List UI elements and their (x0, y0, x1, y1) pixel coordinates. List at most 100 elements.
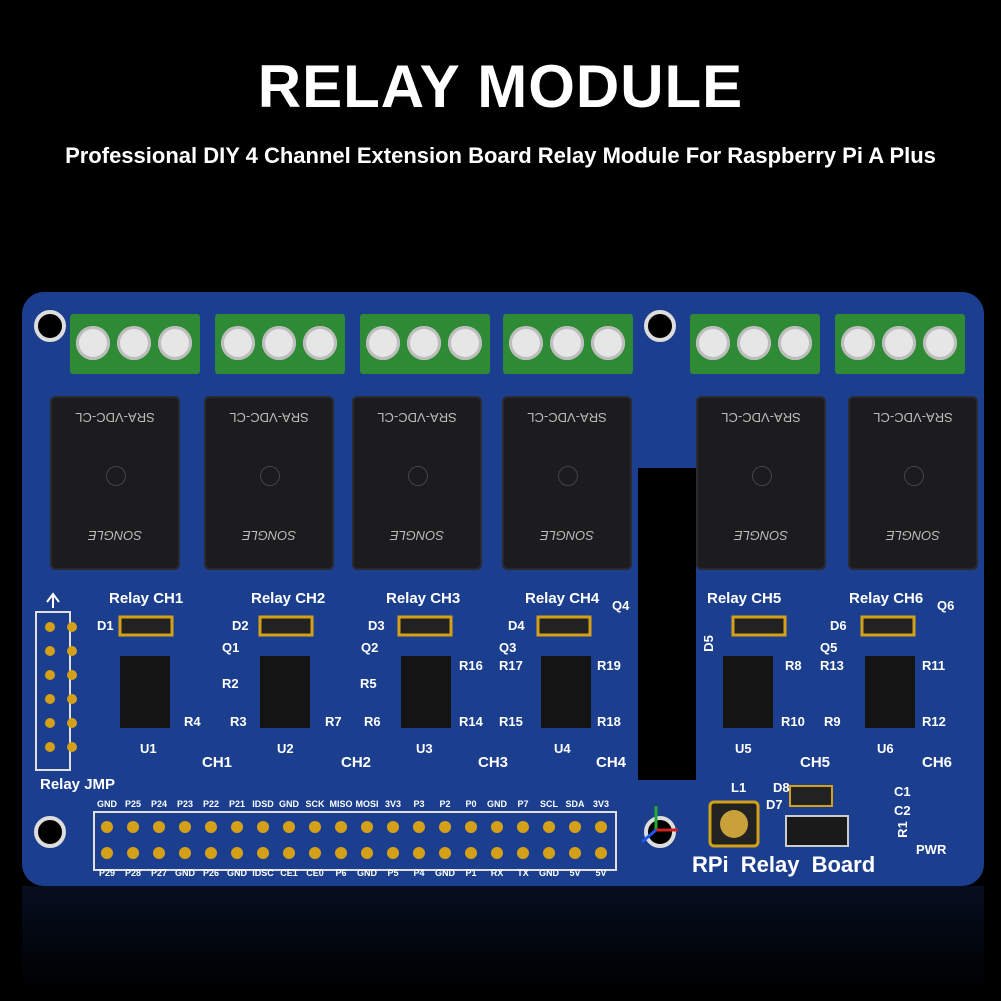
terminal-block-1 (70, 314, 200, 374)
mounting-hole-top-mid (644, 310, 676, 342)
r12-label: R12 (922, 714, 946, 729)
r4-label: R4 (184, 714, 201, 729)
pwr-label: PWR (916, 842, 947, 857)
c2-label: C2 (894, 803, 911, 818)
d8-label: D8 (773, 780, 790, 795)
relay-ch4-label: Relay CH4 (525, 590, 600, 607)
gpio-pin-label: P22 (202, 799, 219, 809)
relay-1: SRA-VDC-CL SONGLE (50, 396, 180, 570)
relay-ch3-label: Relay CH3 (386, 590, 461, 607)
ch6-label: CH6 (922, 754, 953, 771)
gpio-pin-label: 3V3 (592, 799, 609, 809)
u5-label: U5 (735, 741, 752, 756)
terminal-block-3 (360, 314, 490, 374)
u4-label: U4 (554, 741, 571, 756)
gpio-pin-label: GND (279, 799, 299, 809)
u2-label: U2 (277, 741, 294, 756)
relay-6: SRA-VDC-CL SONGLE (848, 396, 978, 570)
l1-label: L1 (731, 780, 747, 795)
q4-label: Q4 (612, 598, 630, 613)
mounting-hole-bottom-mid (644, 816, 676, 848)
gpio-pin-label: P27 (150, 868, 167, 878)
mounting-hole-top-left (34, 310, 66, 342)
d5-label: D5 (700, 635, 716, 652)
u6-label: U6 (877, 741, 894, 756)
ch3-label: CH3 (478, 754, 509, 771)
gpio-pin-label: GND (227, 868, 247, 878)
gpio-pin-label: 3V3 (384, 799, 401, 809)
r1-label: R1 (894, 821, 910, 838)
r15-label: R15 (499, 714, 523, 729)
relay-ch6-label: Relay CH6 (849, 590, 924, 607)
gpio-pin-label: 5V (595, 868, 607, 878)
gpio-pin-label: IDSC (252, 868, 274, 878)
terminal-block-2 (215, 314, 345, 374)
mounting-hole-bottom-left (34, 816, 66, 848)
r9-label: R9 (824, 714, 841, 729)
relay-ch5-label: Relay CH5 (707, 590, 782, 607)
gpio-pin-label: P6 (335, 868, 347, 878)
gpio-pin-label: GND (97, 799, 117, 809)
gpio-pin-label: P4 (413, 868, 425, 878)
jumper-arrow-icon (46, 592, 60, 608)
ch5-label: CH5 (800, 754, 831, 771)
relay-2: SRA-VDC-CL SONGLE (204, 396, 334, 570)
d7-label: D7 (766, 797, 783, 812)
ch4-label: CH4 (596, 754, 627, 771)
q6-label: Q6 (937, 598, 955, 613)
gpio-pin-label: P1 (465, 868, 477, 878)
ch1-label: CH1 (202, 754, 233, 771)
board-slot (638, 468, 696, 780)
gpio-pin-label: GND (539, 868, 559, 878)
r10-label: R10 (781, 714, 805, 729)
gpio-pin-label: P21 (228, 799, 245, 809)
gpio-pin-label: RX (490, 868, 504, 878)
d3-label: D3 (368, 618, 385, 633)
c1-label: C1 (894, 784, 911, 799)
relay-board (22, 292, 984, 886)
gpio-pin-label: IDSD (252, 799, 274, 809)
gpio-pin-label: SCK (305, 799, 325, 809)
relay-5: SRA-VDC-CL SONGLE (696, 396, 826, 570)
terminal-block-6 (835, 314, 965, 374)
d2-label: D2 (232, 618, 249, 633)
gpio-pin-label: GND (357, 868, 377, 878)
r8-label: R8 (785, 658, 802, 673)
gpio-pin-label: SCL (540, 799, 558, 809)
gpio-pin-label: GND (487, 799, 507, 809)
q2-label: Q2 (361, 640, 379, 655)
relay-4: SRA-VDC-CL SONGLE (502, 396, 632, 570)
r2-label: R2 (222, 676, 239, 691)
gpio-pin-label: MOSI (355, 799, 379, 809)
r7-label: R7 (325, 714, 342, 729)
r13-label: R13 (820, 658, 844, 673)
u3-label: U3 (416, 741, 433, 756)
gpio-pin-label: P24 (150, 799, 167, 809)
q1-label: Q1 (222, 640, 240, 655)
gpio-pin-label: P29 (98, 868, 115, 878)
terminal-block-4 (503, 314, 633, 374)
gpio-pin-label: P23 (176, 799, 193, 809)
gpio-header-frame (93, 811, 617, 871)
r6-label: R6 (364, 714, 381, 729)
q3-label: Q3 (499, 640, 517, 655)
d1-label: D1 (97, 618, 114, 633)
r19-label: R19 (597, 658, 621, 673)
gpio-pin-label: P3 (413, 799, 425, 809)
r11-label: R11 (922, 658, 946, 673)
product-title: RELAY MODULE (257, 53, 744, 120)
gpio-pin-label: P5 (387, 868, 399, 878)
gpio-pin-label: P2 (439, 799, 451, 809)
r18-label: R18 (597, 714, 621, 729)
gpio-pin-label: 5V (569, 868, 581, 878)
r14-label: R14 (459, 714, 483, 729)
terminal-block-5 (690, 314, 820, 374)
board-traces (34, 310, 696, 871)
q5-label: Q5 (820, 640, 838, 655)
r16-label: R16 (459, 658, 483, 673)
board-name: RPi Relay Board (692, 852, 876, 877)
d4-label: D4 (508, 618, 525, 633)
d6-label: D6 (830, 618, 847, 633)
gpio-pin-label: P25 (124, 799, 141, 809)
